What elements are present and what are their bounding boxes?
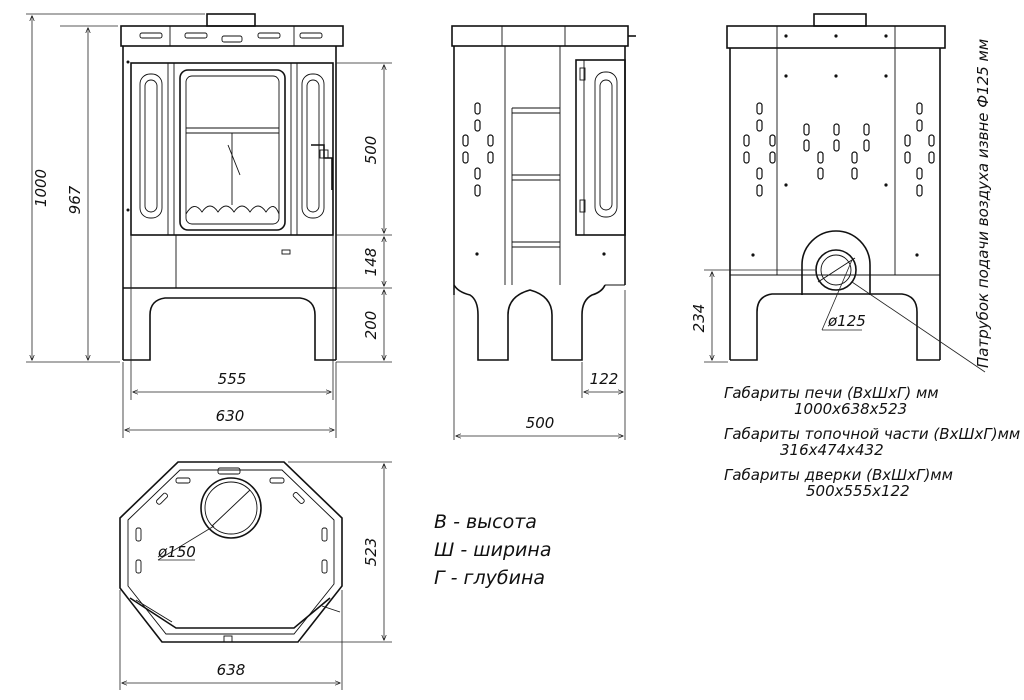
dim-total-width: 630 (216, 407, 245, 425)
dim-mid-panel-height: 148 (362, 248, 380, 277)
dim-inlet-diameter: ø125 (827, 312, 866, 330)
dim-top-depth: 523 (362, 538, 380, 567)
front-view (120, 13, 344, 361)
legend-depth: Г - глубина (434, 567, 545, 589)
dim-front-body-height: 967 (66, 185, 84, 214)
back-view (726, 13, 946, 361)
spec-stove-label: Габариты печи (ВхШхГ) мм (724, 384, 939, 402)
dim-front-total-height: 1000 (32, 169, 50, 207)
dim-inlet-height: 234 (690, 304, 708, 333)
front-dimensions: 1000 967 500 148 200 555 630 (26, 13, 392, 438)
legend-height: В - высота (434, 511, 537, 533)
side-view (451, 25, 636, 361)
specs-block: Габариты печи (ВхШхГ) мм 1000х638х523 Га… (724, 384, 1020, 500)
top-view (119, 461, 343, 643)
spec-firebox-value: 316х474х432 (780, 441, 884, 459)
air-inlet-label: Патрубок подачи воздуха извне Ф125 мм (974, 39, 992, 368)
dim-top-width: 638 (217, 661, 246, 679)
spec-stove-value: 1000х638х523 (794, 400, 907, 418)
legend: В - высота Ш - ширина Г - глубина (434, 511, 551, 589)
side-dimensions: 500 122 (453, 290, 626, 440)
spec-firebox-label: Габариты топочной части (ВхШхГ)мм (724, 425, 1020, 443)
dim-side-depth: 500 (526, 414, 555, 432)
dim-door-depth: 122 (590, 370, 619, 388)
dim-leg-height: 200 (362, 311, 380, 340)
top-dimensions: ø150 638 523 (119, 461, 392, 690)
legend-width: Ш - ширина (434, 539, 551, 561)
dim-door-height: 500 (362, 136, 380, 165)
back-dimensions: 234 ø125 Патрубок подачи воздуха извне Ф… (690, 39, 992, 373)
spec-door-value: 500х555х122 (806, 482, 910, 500)
dim-flue-diameter: ø150 (157, 543, 196, 561)
spec-door-label: Габариты дверки (ВхШхГ)мм (724, 466, 953, 484)
dim-door-width: 555 (218, 370, 247, 388)
